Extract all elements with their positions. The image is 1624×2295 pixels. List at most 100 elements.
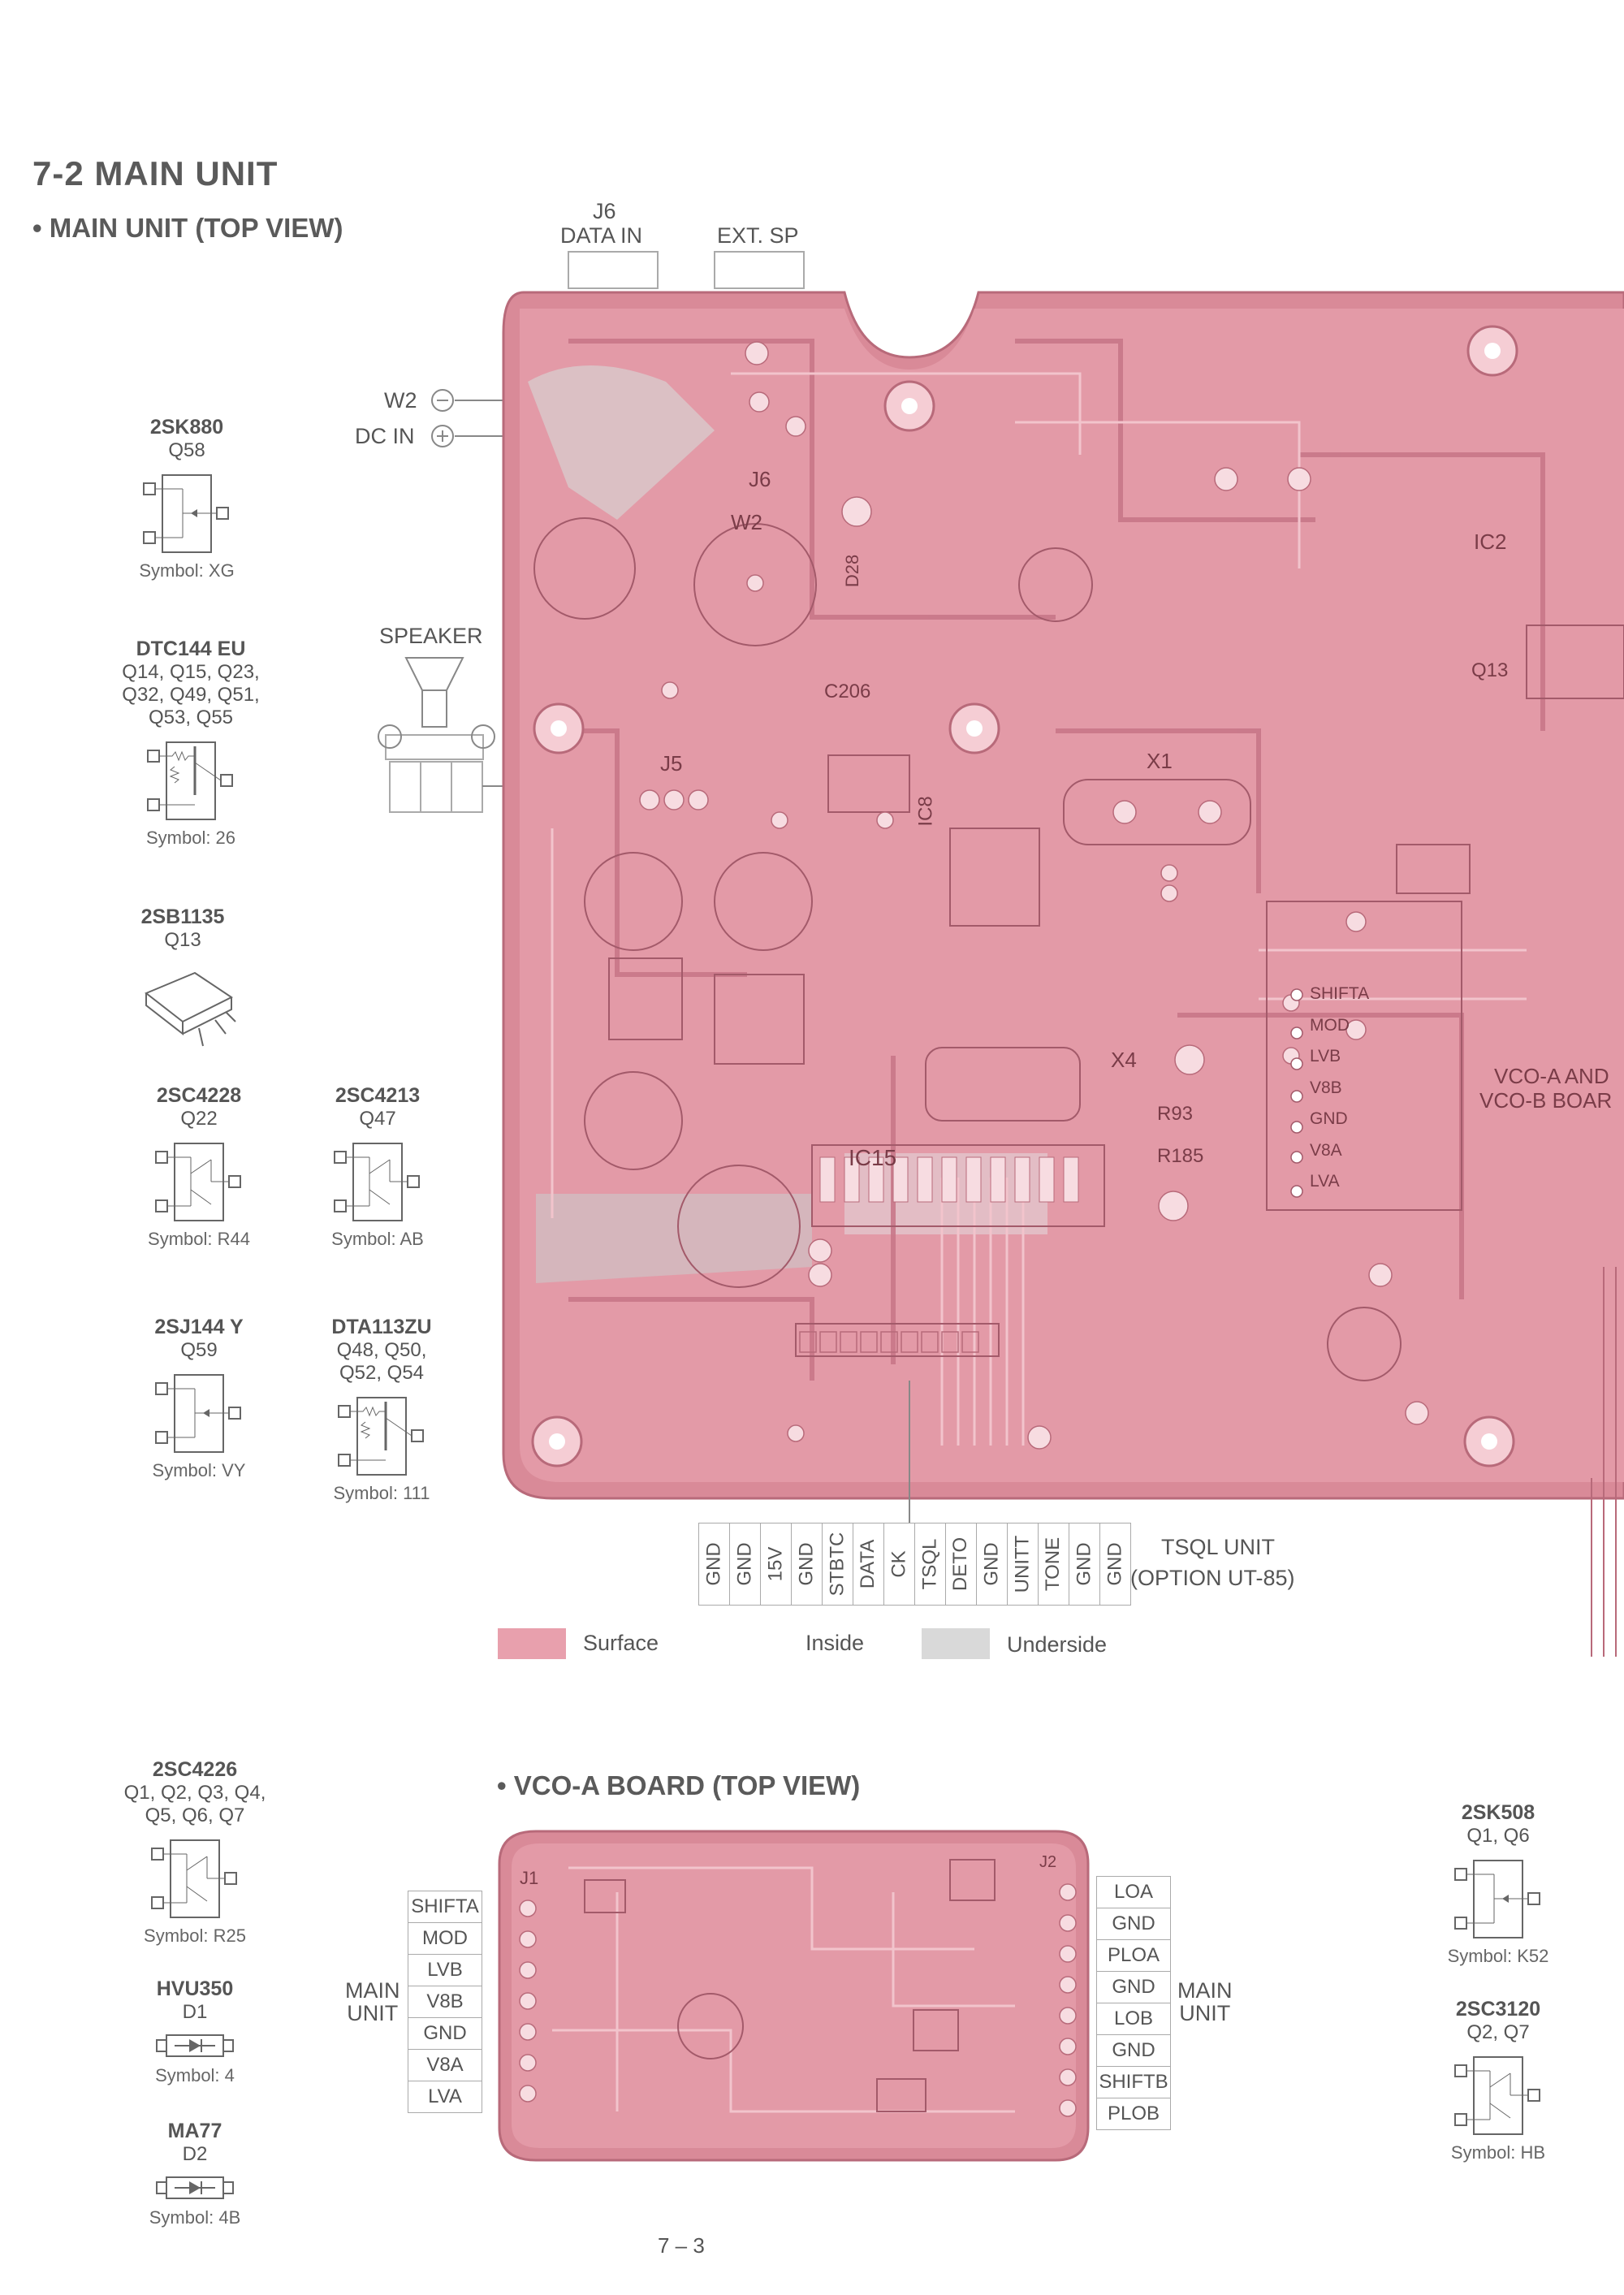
vco-pin-label: LOB xyxy=(1097,2003,1170,2035)
component-name: HVU350 xyxy=(156,1977,234,2000)
vco-pin-label: LVB xyxy=(408,1955,482,1986)
component-symbol-code: Symbol: R44 xyxy=(148,1229,250,1249)
vco-view-label: • VCO-A BOARD (TOP VIEW) xyxy=(497,1770,861,1800)
board-v8a: V8A xyxy=(1310,1140,1342,1160)
vco-pin-label: GND xyxy=(1097,1972,1170,2003)
dc-in-label: DC IN xyxy=(355,424,415,448)
vco-j2-label: J2 xyxy=(1039,1853,1057,1871)
component-name: 2SJ144 Y xyxy=(154,1316,244,1338)
tsql-option-label: (OPTION UT-85) xyxy=(1130,1566,1295,1590)
vco-main-unit-left: MAIN UNIT xyxy=(345,1979,400,2025)
component-symbol-code: Symbol: 4 xyxy=(155,2065,235,2085)
tsql-pin: UNITT xyxy=(1008,1524,1039,1605)
tsql-pin: GND xyxy=(792,1524,823,1605)
data-in-label: DATA IN xyxy=(560,223,643,248)
component-symbol-code: Symbol: HB xyxy=(1450,2142,1546,2163)
vco-pin-label: PLOA xyxy=(1097,1940,1170,1972)
legend-surface-swatch xyxy=(498,1628,566,1659)
vco-pin-label: SHIFTB xyxy=(1097,2067,1170,2098)
board-w2: W2 xyxy=(731,510,762,534)
component-part: Q1, Q2, Q3, Q4, xyxy=(123,1782,266,1804)
component-part: Q48, Q50, xyxy=(336,1339,427,1361)
component-name: 2SK508 xyxy=(1461,1801,1535,1824)
component-name: 2SB1135 xyxy=(140,905,225,928)
component-name: DTC144 EU xyxy=(136,638,246,660)
w2-label: W2 xyxy=(384,388,417,413)
legend-surface-label: Surface xyxy=(583,1631,659,1655)
npn-symbol-icon xyxy=(334,1143,420,1221)
component-part: Q47 xyxy=(359,1108,396,1130)
board-ic15: IC15 xyxy=(849,1145,897,1170)
tsql-pin: STBTC xyxy=(823,1524,853,1605)
npn-symbol-icon xyxy=(1454,2056,1540,2135)
component-symbol-code: Symbol: VY xyxy=(152,1460,246,1480)
tsql-pin: GND xyxy=(977,1524,1008,1605)
vco-pin-label: GND xyxy=(408,2018,482,2050)
board-vco-ab2: VCO-B BOAR xyxy=(1479,1088,1613,1113)
vco-main-unit-left-line1: MAIN xyxy=(345,1978,400,2003)
board-shifta: SHIFTA xyxy=(1310,984,1370,1003)
vco-pin-label: PLOB xyxy=(1107,2103,1160,2124)
board-mod: MOD xyxy=(1310,1015,1350,1035)
component-name: MA77 xyxy=(167,2120,222,2142)
tsql-pin: GND xyxy=(1069,1524,1100,1605)
package-symbol-icon xyxy=(145,971,236,1047)
component-symbol-code: Symbol: R25 xyxy=(144,1925,246,1946)
vco-pin-label: SHIFTA xyxy=(408,1891,482,1923)
board-r185: R185 xyxy=(1157,1145,1204,1167)
tsql-pin: TSQL xyxy=(915,1524,946,1605)
fet-symbol-icon xyxy=(1454,1860,1540,1938)
tsql-pin: TONE xyxy=(1039,1524,1069,1605)
legend-underside-label: Underside xyxy=(1007,1632,1108,1657)
component-part: Q22 xyxy=(180,1108,218,1130)
component-name: 2SC4228 xyxy=(156,1084,242,1107)
npn-symbol-icon xyxy=(155,1143,241,1221)
npn-symbol-icon xyxy=(151,1839,237,1918)
ext-sp-label: EXT. SP xyxy=(717,223,799,248)
vco-main-unit-right: MAIN UNIT xyxy=(1177,1979,1233,2025)
legend-inside-label: Inside xyxy=(806,1631,865,1655)
component-symbol-code: Symbol: AB xyxy=(331,1229,424,1249)
vco-pin-label: GND xyxy=(1097,2035,1170,2067)
board-j5: J5 xyxy=(660,751,683,776)
component-part: D2 xyxy=(182,2143,208,2165)
vco-pin-label: MOD xyxy=(408,1923,482,1955)
component-name: 2SK880 xyxy=(149,416,224,439)
component-part: Q2, Q7 xyxy=(1466,2021,1530,2043)
board-ic2: IC2 xyxy=(1474,529,1507,554)
fet-symbol-icon xyxy=(155,1374,241,1453)
speaker-label: SPEAKER xyxy=(379,624,483,648)
board-r93: R93 xyxy=(1157,1103,1194,1125)
component-symbol-code: Symbol: K52 xyxy=(1447,1946,1549,1966)
tsql-pin: DATA xyxy=(853,1524,884,1605)
component-symbol-code: Symbol: 4B xyxy=(149,2207,241,2228)
component-part: Q5, Q6, Q7 xyxy=(145,1804,245,1826)
component-part: Q13 xyxy=(164,929,201,951)
digital-symbol-icon xyxy=(338,1397,424,1476)
board-x1: X1 xyxy=(1147,749,1173,773)
board-lva: LVA xyxy=(1310,1172,1340,1191)
tsql-pin: GND xyxy=(699,1524,730,1605)
component-part: Q59 xyxy=(180,1339,218,1361)
component-part: D1 xyxy=(182,2001,208,2023)
vco-pin-label: V8A xyxy=(408,2050,482,2081)
fet-symbol-icon xyxy=(143,474,229,553)
component-name: 2SC4226 xyxy=(152,1758,238,1781)
component-name: 2SC3120 xyxy=(1455,1998,1541,2021)
component-part: Q53, Q55 xyxy=(148,707,234,728)
tsql-unit-label: TSQL UNIT xyxy=(1161,1535,1276,1559)
tsql-pin: DETO xyxy=(946,1524,977,1605)
vco-pin-label: GND xyxy=(1097,1908,1170,1940)
diode-symbol-icon xyxy=(156,2034,234,2057)
vco-main-unit-left-line2: UNIT xyxy=(347,2001,399,2025)
